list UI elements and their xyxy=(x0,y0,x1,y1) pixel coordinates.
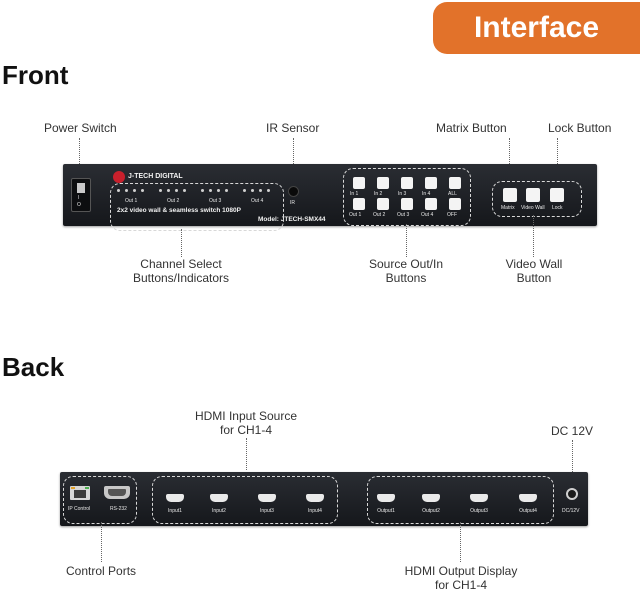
ethernet-port-icon xyxy=(70,486,90,500)
channel-select-outline xyxy=(110,183,284,231)
lock-label: Lock xyxy=(552,205,563,211)
input-4-label: Input4 xyxy=(308,508,322,514)
output-1-label: Output1 xyxy=(377,508,395,514)
leader-source xyxy=(406,224,407,257)
in-3-label: In 3 xyxy=(398,191,407,197)
leader-power xyxy=(79,138,80,180)
ip-control-label: IP Control xyxy=(68,506,91,512)
output-2-label: Output2 xyxy=(422,508,440,514)
video-wall-button[interactable] xyxy=(526,188,540,202)
matrix-label: Matrix xyxy=(501,205,515,211)
output-4-label: Output4 xyxy=(519,508,537,514)
out-1-button[interactable] xyxy=(353,198,365,210)
label-matrix-button: Matrix Button xyxy=(436,121,507,135)
input-2-label: Input2 xyxy=(212,508,226,514)
brand-name: J-TECH DIGITAL xyxy=(128,173,183,180)
output-3-label: Output3 xyxy=(470,508,488,514)
label-dc: DC 12V xyxy=(551,424,594,438)
label-video-wall: Video Wall Button xyxy=(505,257,563,285)
source-buttons-outline xyxy=(343,168,471,226)
ir-label: IR xyxy=(290,200,295,206)
hdmi-output-3-port xyxy=(470,494,488,502)
label-control-ports: Control Ports xyxy=(66,564,137,578)
interface-badge: Interface xyxy=(433,2,640,54)
out-4-button[interactable] xyxy=(425,198,437,210)
label-channel-select: Channel Select Buttons/Indicators xyxy=(132,257,230,285)
hdmi-input-2-port xyxy=(210,494,228,502)
leader-channel xyxy=(181,229,182,257)
label-hdmi-input: HDMI Input Source for CH1-4 xyxy=(194,409,298,437)
out-label-3: Out 3 xyxy=(209,198,222,204)
back-title: Back xyxy=(2,352,65,382)
leader-dc xyxy=(572,440,573,472)
input-1-label: Input1 xyxy=(168,508,182,514)
label-lock-button: Lock Button xyxy=(548,121,612,135)
control-ports-outline xyxy=(63,476,137,524)
rs232-label: RS-232 xyxy=(110,506,127,512)
all-label: ALL xyxy=(448,191,457,197)
hdmi-input-4-port xyxy=(306,494,324,502)
in-4-label: In 4 xyxy=(422,191,431,197)
out-label-4: Out 4 xyxy=(251,198,264,204)
label-source-out-in: Source Out/In Buttons xyxy=(368,257,444,285)
in-3-button[interactable] xyxy=(401,177,413,189)
out-label-1: Out 1 xyxy=(125,198,138,204)
front-title: Front xyxy=(2,60,69,90)
out-3-btn-label: Out 3 xyxy=(397,212,410,218)
device-subtitle: 2x2 video wall & seamless switch 1080P xyxy=(117,207,241,214)
in-4-button[interactable] xyxy=(425,177,437,189)
leader-hdmi-output xyxy=(460,522,461,562)
hdmi-input-1-port xyxy=(166,494,184,502)
dc-port-label: DC/12V xyxy=(562,508,580,514)
leader-hdmi-input xyxy=(246,438,247,470)
out-4-btn-label: Out 4 xyxy=(421,212,434,218)
hdmi-input-outline xyxy=(152,476,338,524)
lock-button[interactable] xyxy=(550,188,564,202)
hdmi-output-outline xyxy=(367,476,554,524)
label-hdmi-output: HDMI Output Display for CH1-4 xyxy=(404,564,518,592)
hdmi-output-1-port xyxy=(377,494,395,502)
right-buttons-outline xyxy=(492,181,582,217)
leader-ir xyxy=(293,138,294,178)
in-1-button[interactable] xyxy=(353,177,365,189)
off-button[interactable] xyxy=(449,198,461,210)
rs232-port-icon xyxy=(104,486,130,499)
dc-jack-icon xyxy=(566,488,578,500)
in-2-button[interactable] xyxy=(377,177,389,189)
in-1-label: In 1 xyxy=(350,191,359,197)
back-panel: IP Control RS-232 Input1 Input2 Input3 I… xyxy=(60,472,588,526)
hdmi-output-2-port xyxy=(422,494,440,502)
leader-matrix xyxy=(509,138,510,180)
leader-video-wall xyxy=(533,215,534,257)
leader-control-ports xyxy=(101,522,102,562)
all-button[interactable] xyxy=(449,177,461,189)
out-label-2: Out 2 xyxy=(167,198,180,204)
input-3-label: Input3 xyxy=(260,508,274,514)
video-wall-label: Video Wall xyxy=(521,205,545,211)
out-3-button[interactable] xyxy=(401,198,413,210)
brand-logo-icon xyxy=(113,171,125,183)
out-2-button[interactable] xyxy=(377,198,389,210)
hdmi-output-4-port xyxy=(519,494,537,502)
front-panel: I O J-TECH DIGITAL Out 1 Out 2 Out 3 Out… xyxy=(63,164,597,226)
hdmi-input-3-port xyxy=(258,494,276,502)
source-buttons: In 1 In 2 In 3 In 4 ALL Out 1 Out 2 Out … xyxy=(347,171,467,219)
power-switch[interactable]: I O xyxy=(71,178,91,212)
out-2-btn-label: Out 2 xyxy=(373,212,386,218)
ir-sensor-icon xyxy=(288,186,299,197)
label-ir-sensor: IR Sensor xyxy=(266,121,320,135)
off-label: OFF xyxy=(447,212,457,218)
leader-lock xyxy=(557,138,558,180)
label-power-switch: Power Switch xyxy=(44,121,117,135)
matrix-button[interactable] xyxy=(503,188,517,202)
channel-indicator-row xyxy=(113,187,283,195)
in-2-label: In 2 xyxy=(374,191,383,197)
out-1-btn-label: Out 1 xyxy=(349,212,362,218)
device-model: Model: JTECH-SMX44 xyxy=(258,216,326,223)
